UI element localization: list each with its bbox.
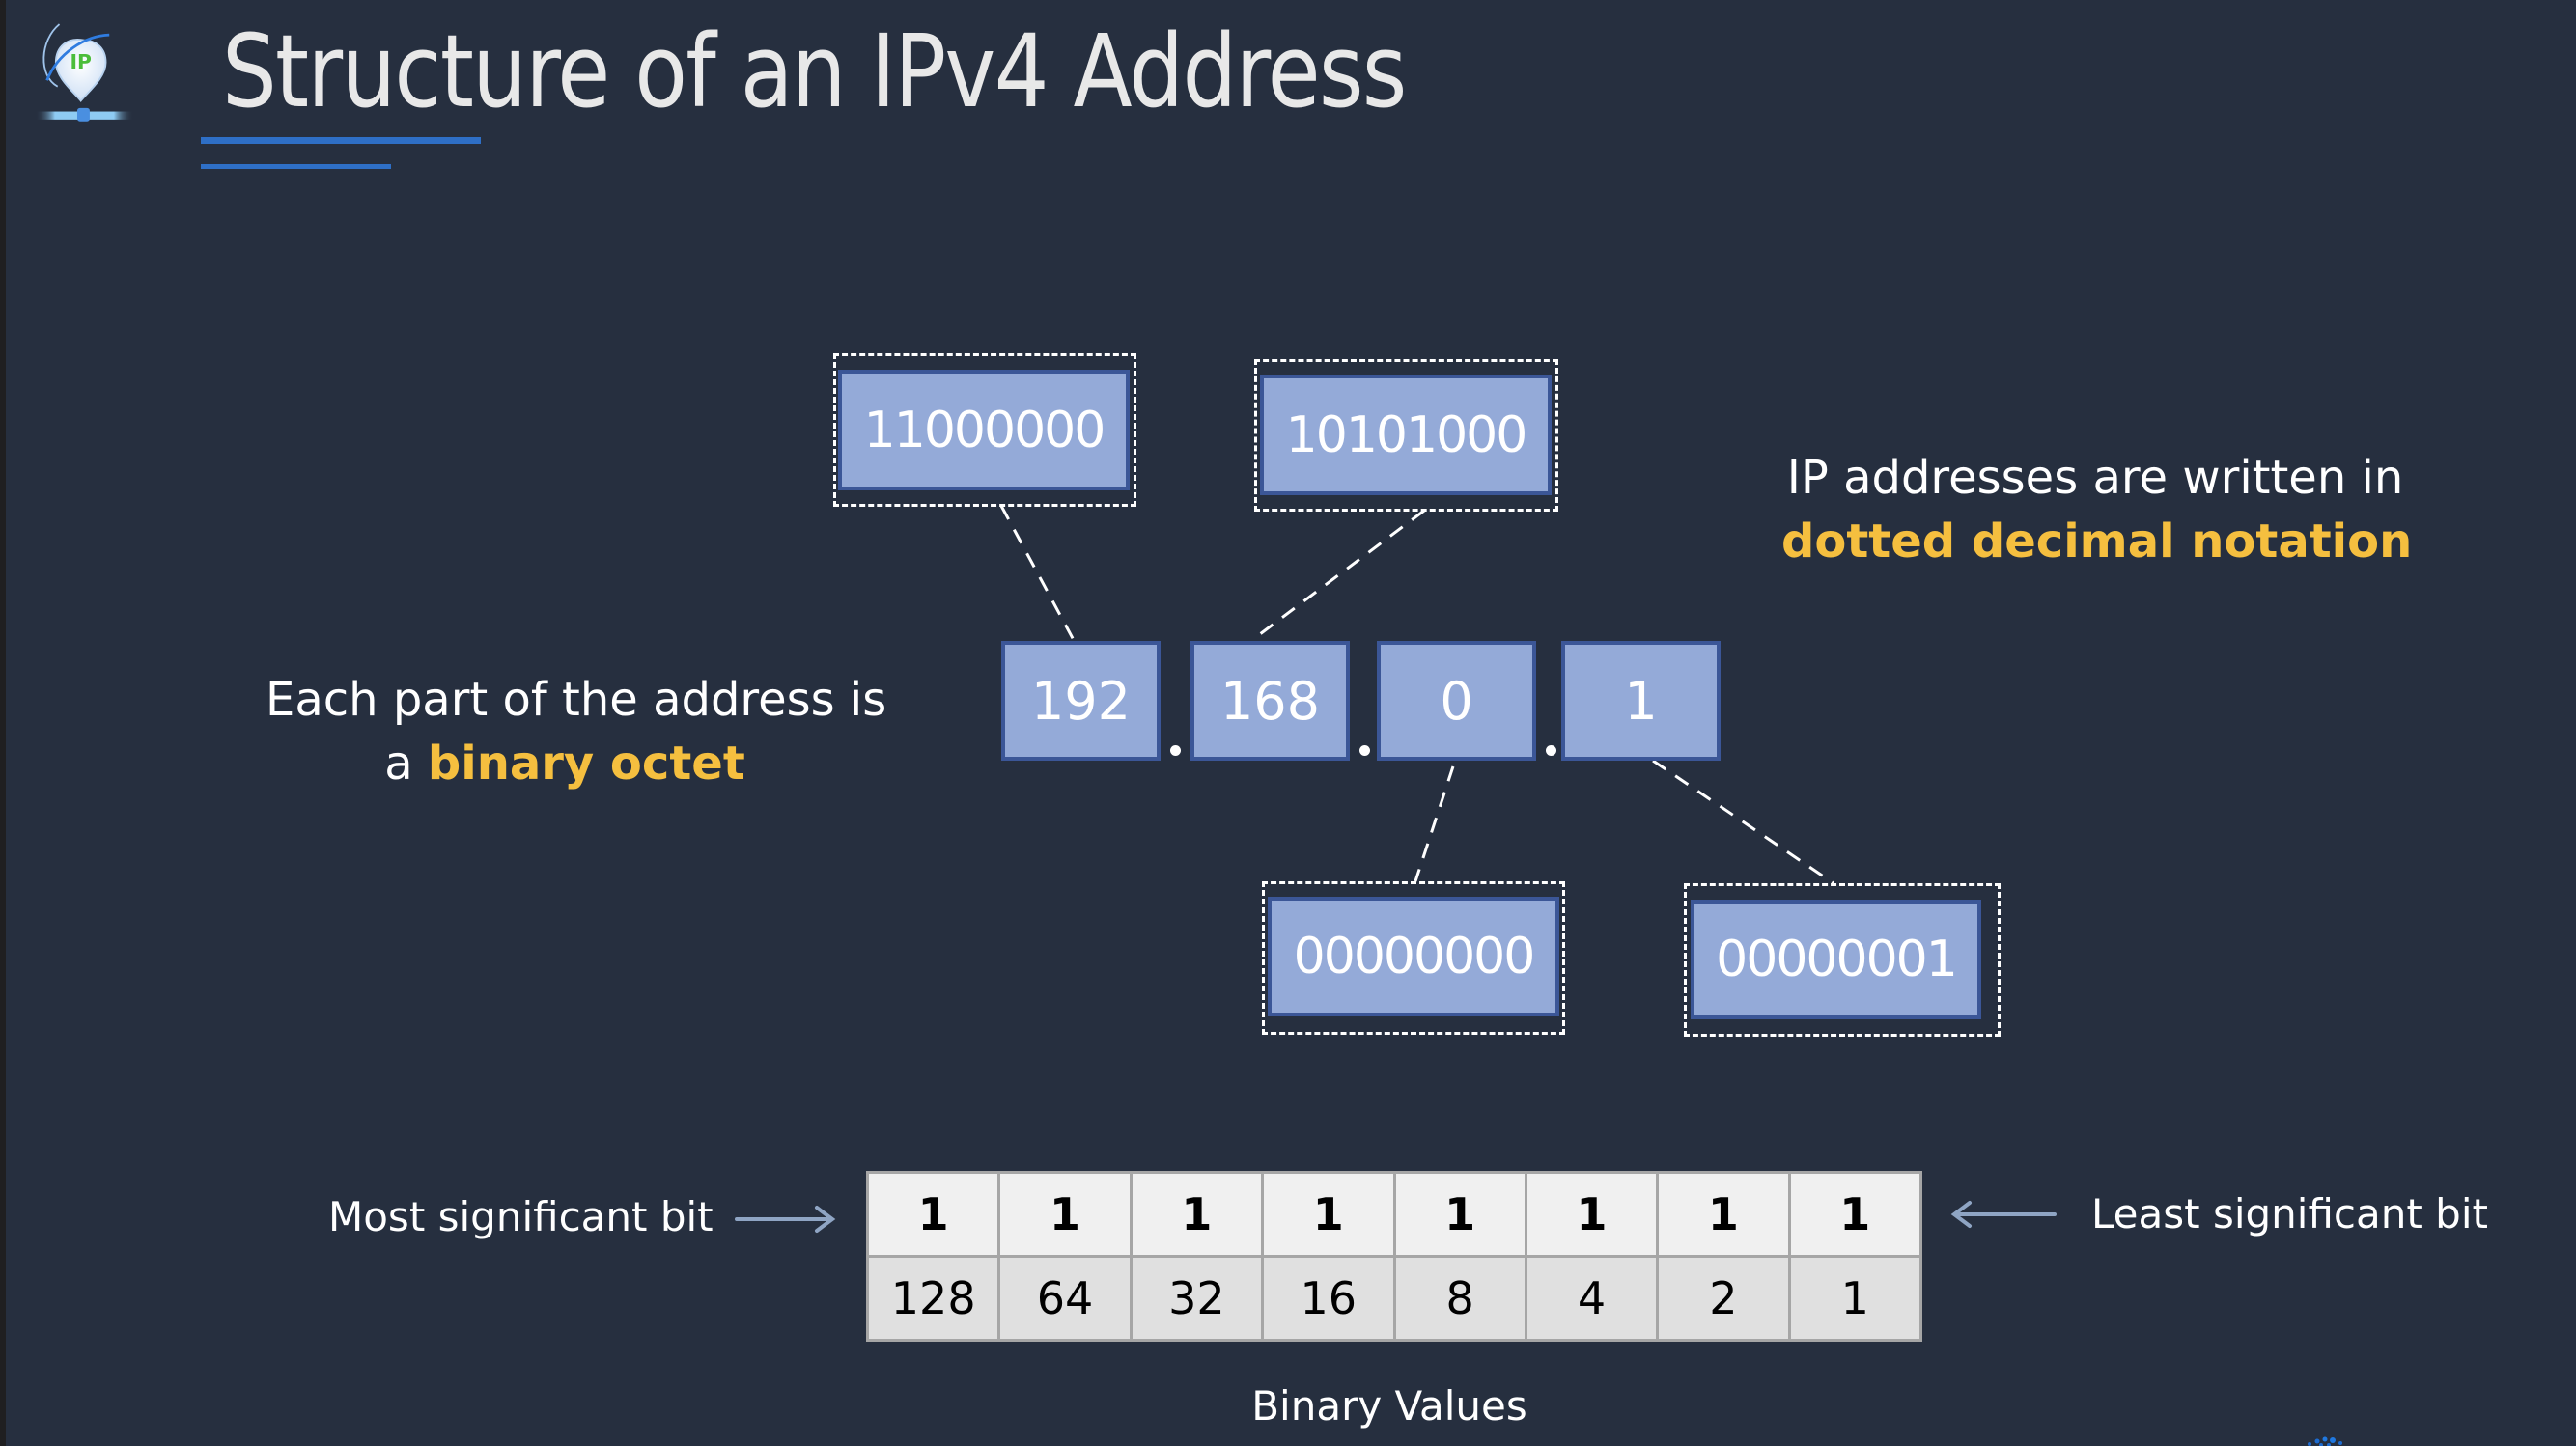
decimal-value: 0 xyxy=(1440,670,1473,732)
svg-text:IP: IP xyxy=(70,50,92,73)
connector-octet-3 xyxy=(1414,765,1455,882)
msb-arrow xyxy=(735,1206,836,1233)
connector-octet-1 xyxy=(999,505,1077,643)
decimal-box-octet-4: 1 xyxy=(1561,641,1721,761)
binary-box-octet-4: 00000001 xyxy=(1691,900,1981,1019)
caption-line: IP addresses are written in xyxy=(1786,451,2404,505)
binary-value: 00000001 xyxy=(1716,931,1958,988)
bit-cell: 1 xyxy=(1129,1171,1265,1258)
decimal-value: 1 xyxy=(1624,670,1658,732)
bit-cell: 1 xyxy=(1787,1171,1923,1258)
binary-value: 10101000 xyxy=(1285,405,1528,464)
separator-dot xyxy=(1170,745,1181,756)
slide-title: Structure of an IPv4 Address xyxy=(222,13,1407,130)
decimal-box-octet-1: 192 xyxy=(1001,641,1161,761)
lsb-arrow xyxy=(1950,1201,2057,1228)
bit-row: 1 1 1 1 1 1 1 1 xyxy=(865,1171,1923,1258)
decimal-box-octet-2: 168 xyxy=(1190,641,1350,761)
most-significant-bit-label: Most significant bit xyxy=(328,1193,714,1240)
place-value-cell: 8 xyxy=(1392,1255,1527,1342)
place-value-cell: 32 xyxy=(1129,1255,1265,1342)
binary-frame-octet-3 xyxy=(1262,881,1565,1035)
bit-cell: 1 xyxy=(1261,1171,1396,1258)
binary-value: 11000000 xyxy=(863,401,1106,459)
decimal-box-octet-3: 0 xyxy=(1377,641,1536,761)
binary-frame-octet-4 xyxy=(1684,883,2001,1037)
decorative-dots-icon xyxy=(2308,1436,2342,1446)
binary-place-value-table: 1 1 1 1 1 1 1 1 128 64 32 16 8 4 2 1 xyxy=(865,1171,1923,1342)
highlight-binary-octet: binary octet xyxy=(427,737,745,791)
place-value-row: 128 64 32 16 8 4 2 1 xyxy=(865,1255,1923,1342)
bit-cell: 1 xyxy=(1392,1171,1527,1258)
bit-cell: 1 xyxy=(1524,1171,1660,1258)
place-value-cell: 1 xyxy=(1787,1255,1923,1342)
bit-cell: 1 xyxy=(997,1171,1133,1258)
dotted-decimal-caption: IP addresses are written in dotted decim… xyxy=(1781,446,2413,573)
place-value-cell: 64 xyxy=(997,1255,1133,1342)
binary-octet-caption: Each part of the address is a binary oct… xyxy=(266,668,887,795)
bit-cell: 1 xyxy=(865,1171,1001,1258)
binary-box-octet-3: 00000000 xyxy=(1268,897,1559,1016)
caption-line: Each part of the address is xyxy=(266,673,887,727)
separator-dot xyxy=(1359,745,1370,756)
decimal-value: 168 xyxy=(1219,670,1321,732)
binary-value: 00000000 xyxy=(1293,928,1536,986)
least-significant-bit-label: Least significant bit xyxy=(2091,1190,2488,1237)
bit-cell: 1 xyxy=(1656,1171,1791,1258)
place-value-cell: 4 xyxy=(1524,1255,1660,1342)
binary-box-octet-1: 11000000 xyxy=(838,370,1130,490)
binary-box-octet-2: 10101000 xyxy=(1260,375,1552,495)
decimal-value: 192 xyxy=(1030,670,1132,732)
place-value-cell: 16 xyxy=(1261,1255,1396,1342)
binary-values-label: Binary Values xyxy=(1251,1382,1527,1430)
title-underline-long xyxy=(201,137,481,144)
connector-octet-4 xyxy=(1652,759,1834,885)
binary-frame-octet-2 xyxy=(1254,359,1558,512)
connector-octet-2 xyxy=(1251,509,1425,642)
ip-location-logo-icon: IP xyxy=(35,23,134,122)
place-value-cell: 2 xyxy=(1656,1255,1791,1342)
title-underline-short xyxy=(201,164,391,169)
highlight-dotted-decimal: dotted decimal notation xyxy=(1781,514,2413,569)
binary-frame-octet-1 xyxy=(833,353,1136,507)
place-value-cell: 128 xyxy=(865,1255,1001,1342)
left-edge-strip xyxy=(0,0,6,1446)
caption-line: a binary octet xyxy=(384,737,745,791)
separator-dot xyxy=(1546,745,1556,756)
